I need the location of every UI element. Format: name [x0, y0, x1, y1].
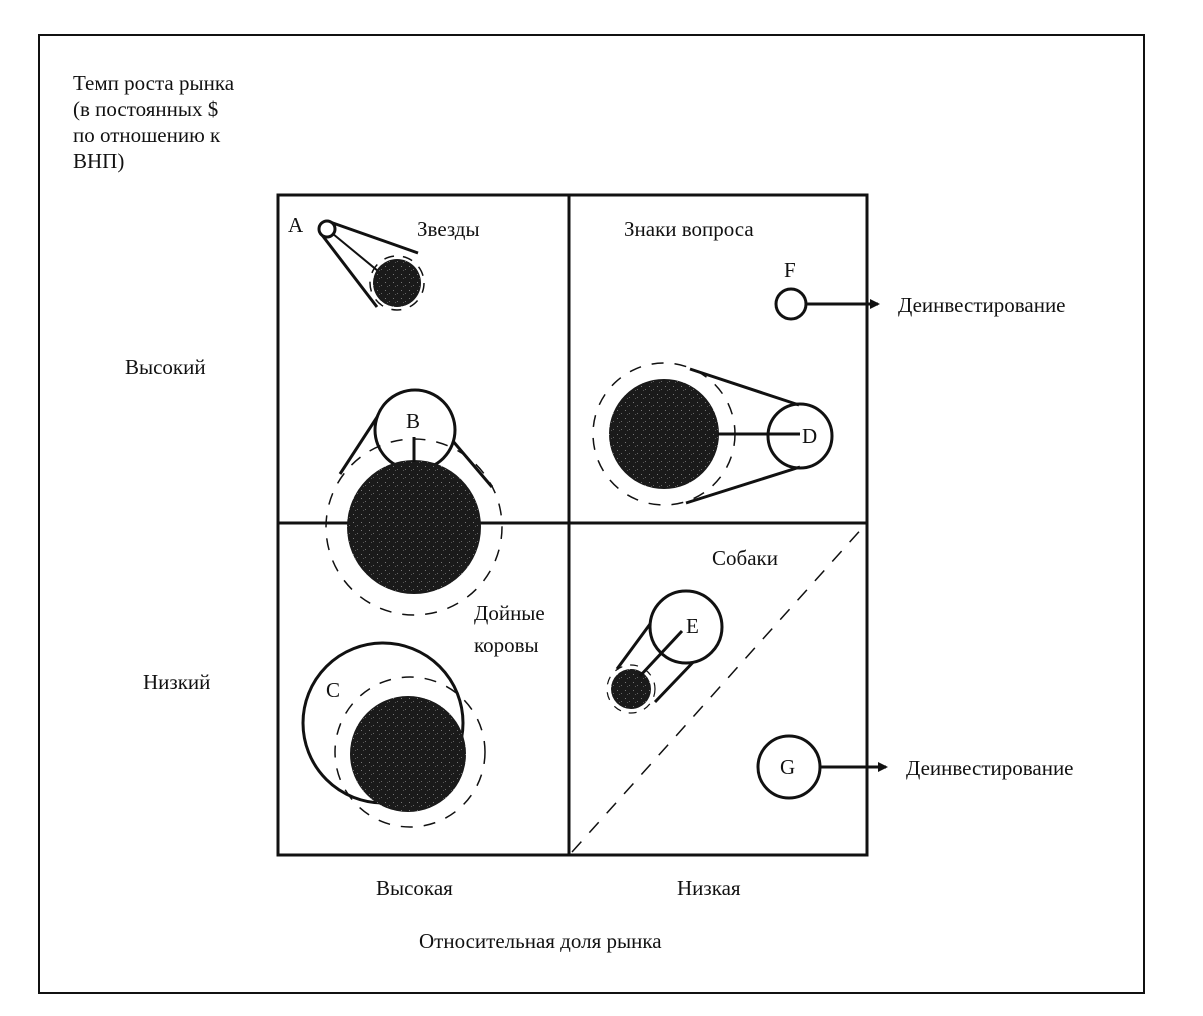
E-trail-left	[615, 619, 655, 670]
business-label-A: A	[288, 213, 304, 237]
y-axis-title-line-3: по отношению к	[73, 123, 221, 147]
C-target-circle	[350, 696, 466, 812]
y-axis-title-line-1: Темп роста рынка	[73, 71, 235, 95]
F-circle	[774, 287, 808, 321]
business-label-E: E	[686, 614, 699, 638]
y-axis-title-line-4: ВНП)	[73, 149, 125, 173]
E-target-dashed-circle	[606, 664, 656, 714]
E-connector	[638, 629, 684, 678]
E-target-circle	[611, 669, 651, 709]
diagram-frame	[38, 34, 1145, 994]
divest-label-F: Деинвестирование	[898, 293, 1066, 317]
C-target-dashed-circle	[334, 676, 486, 828]
A-target-dashed-circle	[369, 255, 425, 311]
y-axis-low-label: Низкий	[143, 670, 210, 694]
business-label-G: G	[780, 755, 795, 779]
quadrant-label-stars: Звезды	[417, 217, 480, 241]
D-trail-lower	[685, 465, 801, 505]
A-trail-upper	[329, 220, 419, 255]
D-current-circle	[766, 402, 834, 470]
D-target-circle	[609, 379, 719, 489]
business-label-C: C	[326, 678, 340, 702]
quadrant-label-cash-cows-line-2: коровы	[474, 633, 539, 657]
x-axis-high-label: Высокая	[376, 876, 453, 900]
A-trail-lower	[320, 234, 379, 308]
matrix-border	[276, 193, 869, 857]
business-label-D: D	[802, 424, 817, 448]
y-axis-high-label: Высокий	[125, 355, 206, 379]
quadrant-label-cash-cows-line-1: Дойные	[474, 601, 545, 625]
A-target-circle	[373, 259, 421, 307]
B-target-circle	[347, 460, 481, 594]
quadrant-label-dogs: Собаки	[712, 546, 778, 570]
x-axis-low-label: Низкая	[677, 876, 741, 900]
divest-label-G: Деинвестирование	[906, 756, 1074, 780]
B-trail-right	[450, 439, 494, 488]
x-axis-title: Относительная доля рынка	[419, 929, 662, 953]
y-axis-title-line-2: (в постоянных $	[73, 97, 219, 121]
D-trail-upper	[689, 367, 800, 407]
business-label-B: B	[406, 409, 420, 433]
quadrant-label-question-marks: Знаки вопроса	[624, 217, 754, 241]
business-label-F: F	[784, 258, 796, 282]
A-current-circle	[317, 219, 337, 239]
dogs-diagonal-dashed-line	[571, 524, 866, 853]
